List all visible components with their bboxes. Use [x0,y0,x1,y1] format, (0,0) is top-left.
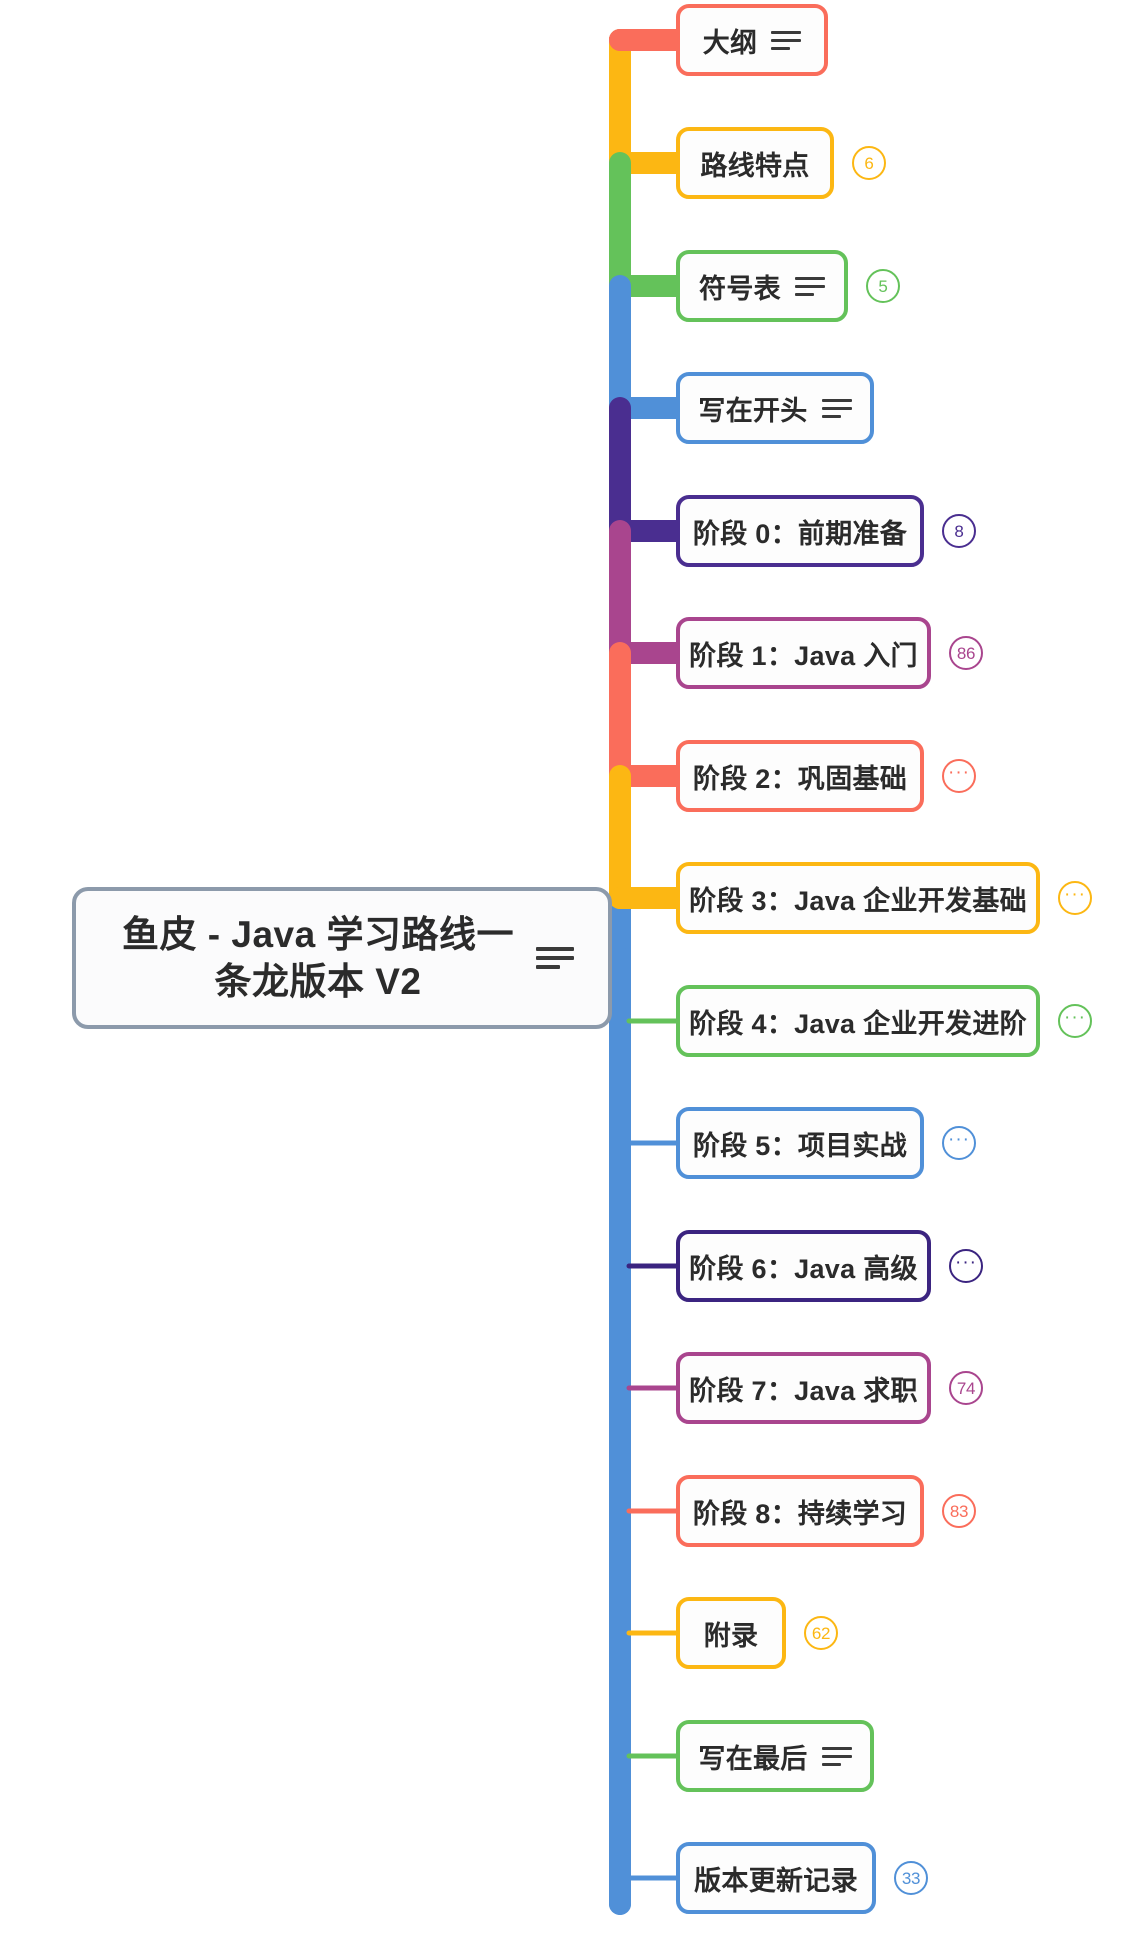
topic-node[interactable]: 阶段 4：Java 企业开发进阶 [676,985,1040,1057]
topic-node-label: 阶段 7：Java 求职 [689,1375,918,1406]
child-count-badge[interactable]: ··· [942,1126,976,1160]
child-count-badge[interactable]: ··· [1058,881,1092,915]
topic-node[interactable]: 阶段 5：项目实战 [676,1107,924,1179]
child-count-badge[interactable]: 8 [942,514,976,548]
topic-node[interactable]: 附录 [676,1597,786,1669]
child-count-badge[interactable]: ··· [942,759,976,793]
note-icon[interactable] [771,30,802,50]
child-count-badge[interactable]: 83 [942,1494,976,1528]
child-count-badge[interactable]: 33 [894,1861,928,1895]
topic-node-label: 符号表 [699,273,781,304]
topic-node-label: 写在开头 [698,395,808,426]
topic-node[interactable]: 阶段 7：Java 求职 [676,1352,931,1424]
topic-node[interactable]: 阶段 3：Java 企业开发基础 [676,862,1040,934]
note-icon[interactable] [821,398,852,418]
topic-node[interactable]: 路线特点 [676,127,834,199]
topic-node[interactable]: 写在开头 [676,372,874,444]
topic-node[interactable]: 符号表 [676,250,848,322]
topic-node-label: 大纲 [702,27,758,58]
topic-node[interactable]: 版本更新记录 [676,1842,876,1914]
topic-node[interactable]: 阶段 6：Java 高级 [676,1230,931,1302]
child-count-badge[interactable]: 5 [866,269,900,303]
topic-node[interactable]: 阶段 8：持续学习 [676,1475,924,1547]
topic-node-label: 阶段 2：巩固基础 [692,763,908,794]
topic-node-label: 阶段 4：Java 企业开发进阶 [689,1008,1027,1039]
topic-node-label: 阶段 3：Java 企业开发基础 [689,885,1027,916]
topic-node[interactable]: 阶段 1：Java 入门 [676,617,931,689]
topic-node-label: 阶段 5：项目实战 [692,1130,908,1161]
topic-node-label: 写在最后 [698,1743,808,1774]
root-node-label: 鱼皮 - Java 学习路线一条龙版本 V2 [122,913,514,1002]
topic-node-label: 阶段 0：前期准备 [692,518,908,549]
root-node[interactable]: 鱼皮 - Java 学习路线一条龙版本 V2 [72,887,612,1029]
child-count-badge[interactable]: ··· [1058,1004,1092,1038]
note-icon[interactable] [536,947,574,969]
child-count-badge[interactable]: 6 [852,146,886,180]
topic-node-label: 附录 [703,1620,759,1651]
topic-node-label: 路线特点 [700,150,810,181]
topic-node-label: 版本更新记录 [694,1865,858,1896]
note-icon[interactable] [821,1746,852,1766]
topic-node[interactable]: 阶段 0：前期准备 [676,495,924,567]
topic-node-label: 阶段 1：Java 入门 [689,640,918,671]
child-count-badge[interactable]: 62 [804,1616,838,1650]
child-count-badge[interactable]: ··· [949,1249,983,1283]
topic-node[interactable]: 写在最后 [676,1720,874,1792]
note-icon[interactable] [794,276,825,296]
topic-node-label: 阶段 8：持续学习 [692,1498,908,1529]
child-count-badge[interactable]: 86 [949,636,983,670]
child-count-badge[interactable]: 74 [949,1371,983,1405]
topic-node[interactable]: 大纲 [676,4,828,76]
topic-node[interactable]: 阶段 2：巩固基础 [676,740,924,812]
topic-node-label: 阶段 6：Java 高级 [689,1253,918,1284]
